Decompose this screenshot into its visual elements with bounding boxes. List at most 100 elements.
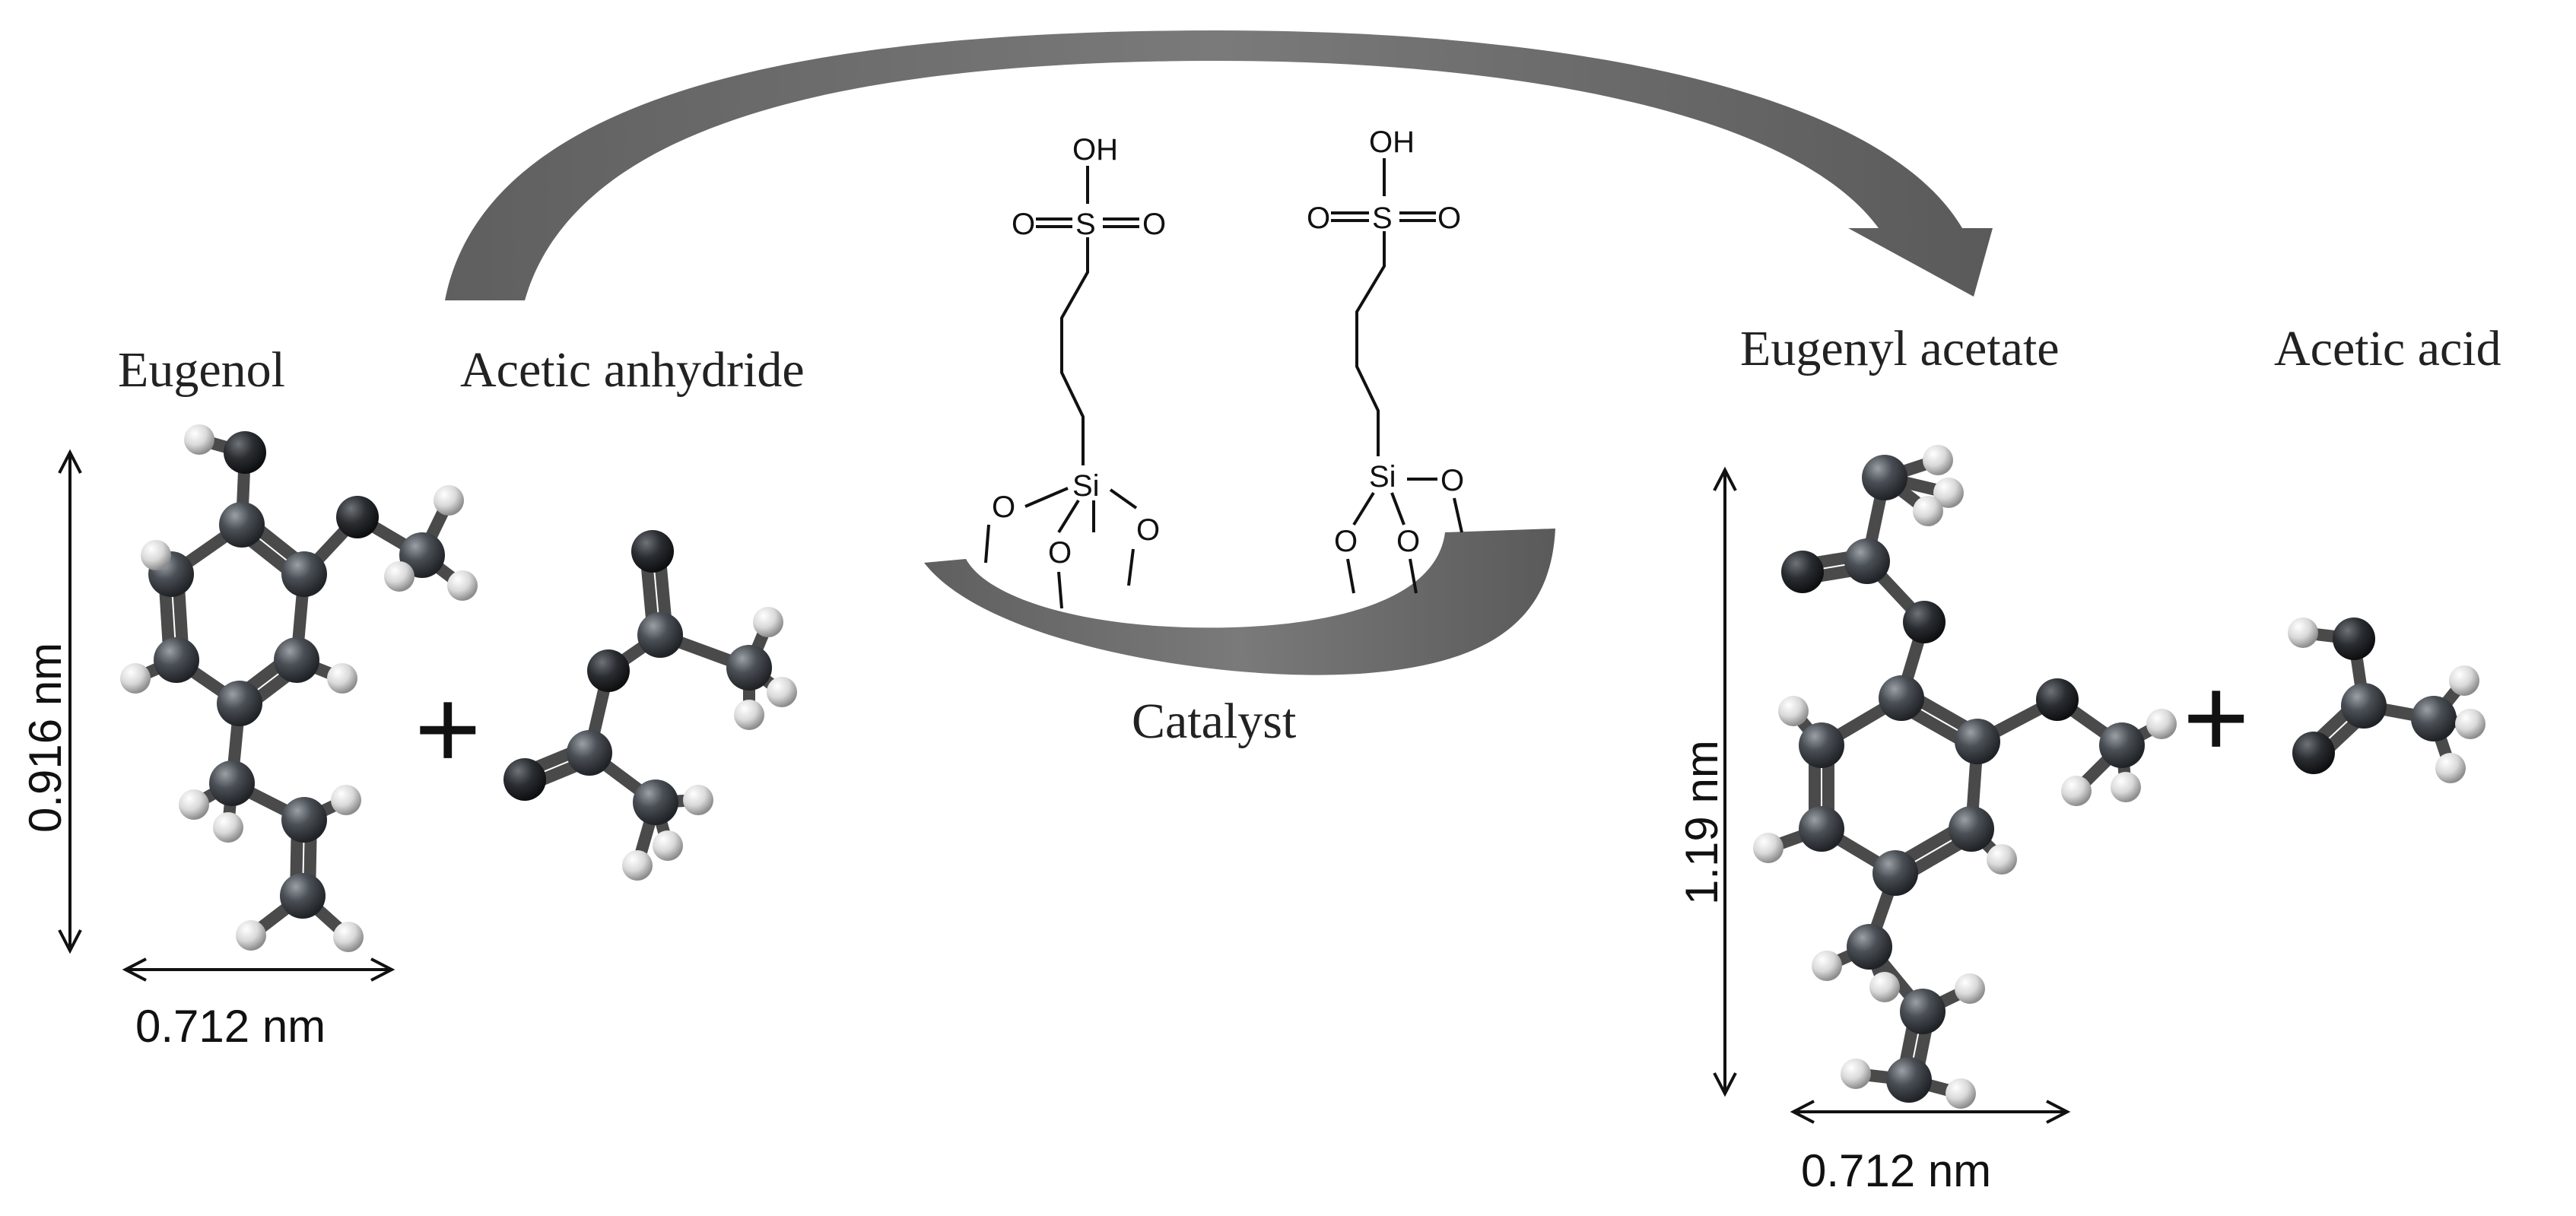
carbon-atom <box>1847 924 1892 970</box>
oxygen-atom <box>503 758 546 801</box>
hydrogen-atom <box>2061 776 2092 806</box>
hydrogen-atom <box>2435 753 2466 783</box>
carbon-atom <box>209 760 255 806</box>
catalyst-structure-right: OH S O O Si O O O <box>1307 125 1464 594</box>
o-atom-label: O <box>1307 202 1330 235</box>
carbon-atom <box>567 730 612 776</box>
hydrogen-atom <box>384 561 415 592</box>
hydrogen-atom <box>2146 709 2177 739</box>
oxygen-atom <box>2036 678 2079 721</box>
eugenol-height-label: 0.916 nm <box>20 643 71 833</box>
hydrogen-atom <box>1945 1078 1976 1109</box>
carbon-atom <box>1879 675 1924 721</box>
hydrogen-atom <box>683 785 713 815</box>
carbon-atom <box>633 779 678 825</box>
o-atom-label: O <box>992 491 1015 524</box>
hydrogen-atom <box>1933 478 1964 508</box>
hydrogen-atom <box>1923 445 1953 475</box>
carbon-atom <box>219 502 265 548</box>
catalyst-label: Catalyst <box>1132 694 1296 749</box>
carbon-atom <box>1949 806 1994 852</box>
hydrogen-atom <box>120 663 151 694</box>
hydrogen-atom <box>2449 665 2479 696</box>
hydrogen-atom <box>1841 1059 1871 1089</box>
oxygen-atom <box>587 649 630 692</box>
hydrogen-atom <box>141 540 171 570</box>
hydrogen-atom <box>331 785 361 815</box>
hydrogen-atom <box>2455 709 2485 739</box>
acetic-acid-molecule <box>2288 618 2485 783</box>
carbon-atom <box>1886 1057 1932 1103</box>
eugenol-molecule <box>120 424 478 952</box>
eugenol-width-label: 0.712 nm <box>135 1001 326 1052</box>
hydrogen-atom <box>2111 772 2141 802</box>
carbon-atom <box>217 681 262 726</box>
hydrogen-atom <box>434 485 464 516</box>
oxygen-atom <box>2333 618 2375 660</box>
carbon-atom <box>1799 806 1844 852</box>
o-atom-label: O <box>1437 202 1461 235</box>
hydrogen-atom <box>447 570 478 601</box>
carbon-atom <box>726 645 772 691</box>
hydrogen-atom <box>179 789 209 820</box>
hydrogen-atom <box>622 850 653 881</box>
eugenyl-acetate-dimensions <box>1713 466 2071 1124</box>
si-atom-label: Si <box>1072 469 1100 503</box>
oh-atom-label: OH <box>1072 133 1118 167</box>
o-atom-label: O <box>1012 208 1035 241</box>
carbon-atom <box>1799 722 1844 768</box>
hydrogen-atom <box>753 607 783 637</box>
carbon-atom <box>2099 722 2145 768</box>
hydrogen-atom <box>184 424 214 455</box>
hydrogen-atom <box>1812 951 1842 981</box>
eugenyl-acetate-label: Eugenyl acetate <box>1740 321 2060 376</box>
carbon-atom <box>154 637 199 683</box>
carbon-atom <box>274 637 319 683</box>
hydrogen-atom <box>1987 844 2017 875</box>
eugenyl-acetate-height-label: 1.19 nm <box>1676 740 1727 905</box>
hydrogen-atom <box>1753 833 1784 863</box>
catalyst-support <box>924 529 1555 675</box>
hydrogen-atom <box>1955 973 1985 1004</box>
plus-sign-products: + <box>2183 653 2250 781</box>
hydrogen-atom <box>767 677 797 707</box>
eugenyl-acetate-width-label: 0.712 nm <box>1801 1145 1991 1196</box>
s-atom-label: S <box>1372 202 1393 235</box>
carbon-atom <box>281 797 327 843</box>
acetic-anhydride-label: Acetic anhydride <box>460 342 805 398</box>
plus-sign-reactants: + <box>415 665 481 792</box>
o-atom-label: O <box>1396 525 1420 558</box>
hydrogen-atom <box>1913 496 1943 526</box>
hydrogen-atom <box>1778 696 1809 726</box>
s-atom-label: S <box>1075 208 1096 241</box>
o-atom-label: O <box>1048 536 1072 570</box>
carbon-atom <box>1900 989 1945 1034</box>
hydrogen-atom <box>653 830 683 861</box>
oxygen-atom <box>631 530 674 573</box>
oxygen-atom <box>336 496 379 538</box>
oxygen-atom <box>1903 601 1945 643</box>
eugenol-label: Eugenol <box>118 342 285 398</box>
acetic-anhydride-molecule <box>503 530 797 881</box>
oxygen-atom <box>1781 551 1824 593</box>
carbon-atom <box>1862 455 1907 500</box>
hydrogen-atom <box>327 663 357 694</box>
o-atom-label: O <box>1440 464 1464 497</box>
acetic-acid-label: Acetic acid <box>2274 321 2501 376</box>
carbon-atom <box>1872 850 1918 896</box>
o-atom-label: O <box>1136 513 1160 547</box>
carbon-atom <box>2341 683 2387 729</box>
hydrogen-atom <box>333 922 364 952</box>
carbon-atom <box>1955 719 2000 764</box>
oxygen-atom <box>2292 732 2335 774</box>
hydrogen-atom <box>213 812 243 843</box>
carbon-atom <box>281 551 327 597</box>
hydrogen-atom <box>2288 618 2318 648</box>
o-atom-label: O <box>1142 208 1166 241</box>
hydrogen-atom <box>734 700 764 730</box>
hydrogen-atom <box>1869 972 1900 1002</box>
o-atom-label: O <box>1334 525 1358 558</box>
eugenyl-acetate-molecule <box>1753 445 2177 1109</box>
reaction-arrow <box>445 30 1993 300</box>
